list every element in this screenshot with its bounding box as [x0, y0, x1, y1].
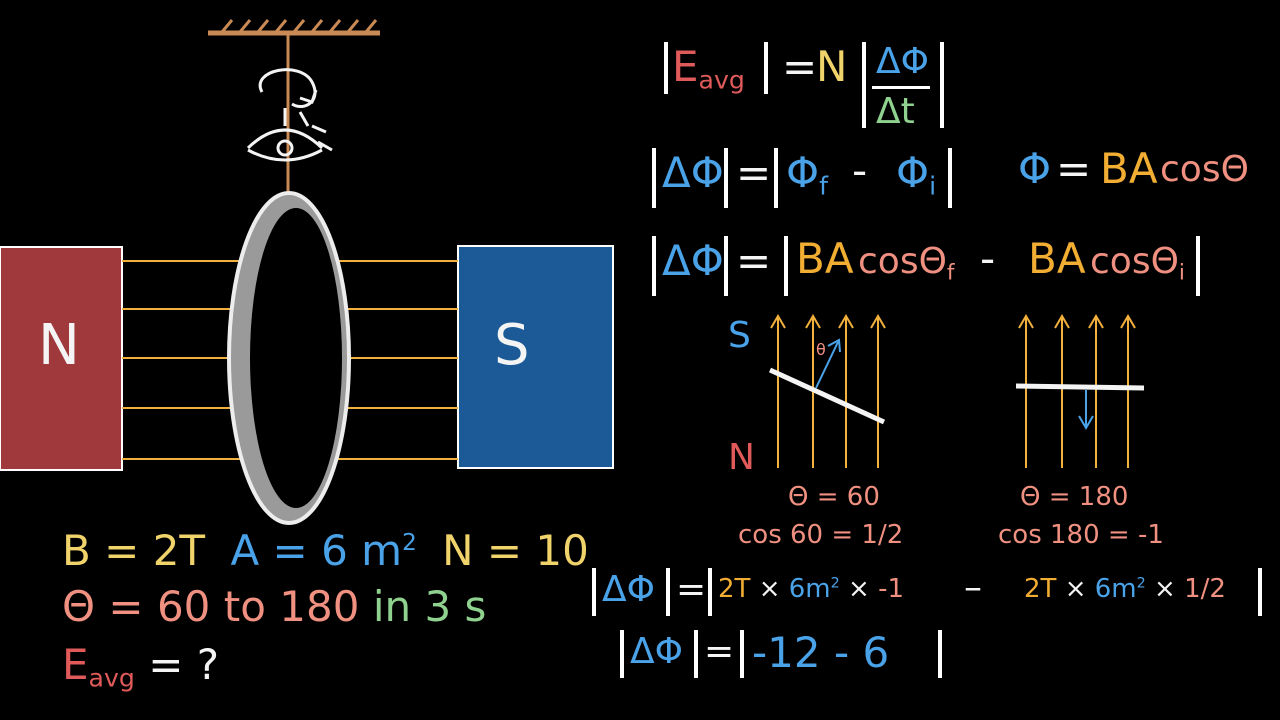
calc-term2-times-2: ×	[1154, 574, 1176, 604]
faraday-n: N	[816, 42, 848, 91]
faraday-eps: Εavg	[672, 42, 745, 95]
given-line-3: Εavg = ?	[62, 644, 219, 691]
delta-phi-equals: =	[736, 148, 772, 197]
abs-bar	[592, 568, 596, 616]
ceiling-hatch	[220, 19, 378, 33]
north-magnet	[0, 246, 123, 471]
faraday-denominator: Δt	[876, 91, 915, 132]
calc-term2-cos: 1/2	[1184, 574, 1226, 604]
phi-definition-lhs: Φ	[1018, 144, 1052, 193]
calc-term2-times-1: ×	[1064, 574, 1087, 604]
right-normal-vector	[1078, 390, 1094, 430]
calc-term1-a: 6m2	[788, 574, 840, 604]
abs-bar	[740, 630, 744, 678]
abs-bar	[620, 630, 624, 678]
fraction-line	[872, 86, 930, 89]
phi-definition-equals: =	[1056, 144, 1092, 193]
expanded-minus: -	[980, 234, 996, 283]
given-time: in 3 s	[372, 582, 487, 631]
abs-bar	[724, 236, 728, 296]
delta-phi-minus: -	[852, 146, 868, 195]
expanded-lhs: ΔΦ	[662, 236, 724, 285]
result-lhs: ΔΦ	[630, 631, 683, 672]
south-magnet	[457, 245, 614, 469]
abs-bar	[652, 148, 656, 208]
orientation-diagrams	[768, 314, 1145, 468]
magnet-loop-diagram	[0, 19, 614, 525]
abs-bar	[1196, 236, 1200, 296]
left-field-lines	[770, 314, 886, 468]
emf-question: = ?	[148, 640, 220, 689]
phi-final: Φf	[786, 148, 828, 201]
calc-term1-b: 2T	[718, 574, 751, 604]
left-normal-vector	[815, 338, 841, 389]
delta-phi-lhs: ΔΦ	[662, 148, 724, 197]
orientation-left-cos: cos 60 = 1/2	[738, 520, 904, 550]
abs-bar	[724, 148, 728, 208]
given-line-2: Θ = 60 to 180 in 3 s	[62, 586, 486, 628]
given-b: B = 2T	[62, 526, 206, 575]
calc-lhs: ΔΦ	[602, 569, 655, 610]
calc-term1-cos: -1	[878, 574, 905, 604]
abs-bar	[948, 148, 952, 208]
phi-definition-cos: cosΘ	[1160, 149, 1249, 190]
calc-term-2: 2T × 6m2 × 1/2	[1024, 576, 1226, 602]
orientation-left-theta: Θ = 60	[788, 482, 880, 512]
emf-symbol: Εavg	[62, 640, 135, 693]
phi-initial: Φi	[896, 148, 937, 201]
given-theta-to: to 180	[223, 582, 360, 631]
abs-bar	[694, 630, 698, 678]
orientation-north-label: N	[728, 437, 755, 478]
right-loop-edge	[1015, 383, 1145, 391]
given-a: A = 6 m2	[230, 526, 417, 575]
right-field-lines	[1018, 314, 1136, 468]
orientation-right-theta: Θ = 180	[1020, 482, 1129, 512]
expanded-cos-final: cosΘf	[858, 241, 955, 286]
abs-bar	[764, 42, 768, 94]
abs-bar	[938, 630, 942, 678]
given-theta: Θ = 60	[62, 582, 211, 631]
calc-term2-b: 2T	[1024, 574, 1057, 604]
abs-bar	[940, 42, 944, 128]
south-magnet-label: S	[494, 313, 530, 378]
expanded-ba-final: BA	[796, 234, 854, 283]
faraday-equals: =	[782, 42, 818, 91]
abs-bar	[652, 236, 656, 296]
calc-term-1: 2T × 6m2 × -1	[718, 576, 904, 602]
eye-icon	[246, 108, 333, 162]
result-expression: -12 - 6	[752, 628, 890, 677]
left-loop-edge	[768, 367, 886, 425]
expanded-ba-initial: BA	[1028, 234, 1086, 283]
expanded-cos-initial: cosΘi	[1090, 241, 1185, 286]
abs-bar	[862, 42, 866, 128]
abs-bar	[666, 568, 670, 616]
faraday-numerator: ΔΦ	[876, 41, 929, 82]
orientation-right-cos: cos 180 = -1	[998, 520, 1164, 550]
result-equals: =	[704, 631, 735, 672]
abs-bar	[774, 148, 778, 208]
abs-bar	[664, 42, 668, 94]
phi-definition-ba: BA	[1100, 144, 1158, 193]
orientation-small-theta: θ	[816, 340, 826, 359]
wire-loop	[227, 191, 351, 525]
calc-term1-times-2: ×	[848, 574, 870, 604]
rotation-arrow-icon	[258, 68, 318, 108]
orientation-south-label: S	[728, 315, 751, 356]
given-line-1: B = 2T A = 6 m2 N = 10	[62, 530, 589, 572]
calc-term1-times-1: ×	[758, 574, 781, 604]
north-magnet-label: N	[38, 313, 80, 378]
calc-equals: =	[676, 569, 707, 610]
given-n: N = 10	[442, 526, 589, 575]
abs-bar	[784, 236, 788, 296]
abs-bar	[708, 568, 712, 616]
calc-minus: –	[964, 567, 982, 608]
abs-bar	[1258, 568, 1262, 616]
calc-term2-a: 6m2	[1094, 574, 1146, 604]
expanded-equals: =	[736, 236, 772, 285]
